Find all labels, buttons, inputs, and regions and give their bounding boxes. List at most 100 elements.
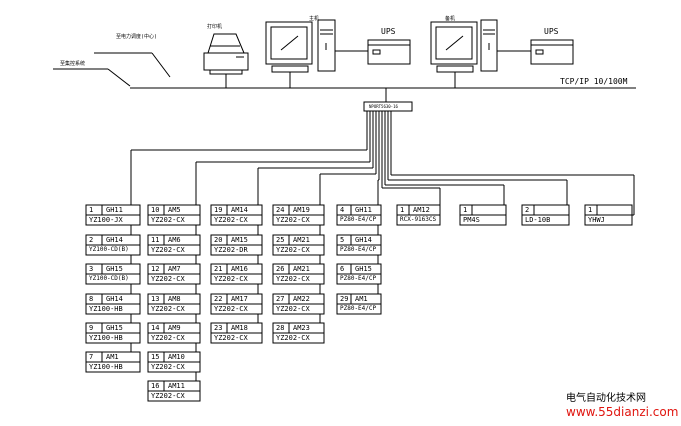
ups-icon-2 <box>497 39 574 65</box>
device-model: YZ202-CX <box>151 275 185 283</box>
device-number: 3 <box>89 265 94 273</box>
device-model: YZ202-CX <box>276 275 310 283</box>
device-box <box>147 322 201 344</box>
device-number: 7 <box>89 353 94 361</box>
device-number: 19 <box>214 206 223 214</box>
pc-main-label: 主机 <box>309 16 320 22</box>
device-number: 6 <box>340 265 345 273</box>
device-name: AM9 <box>168 324 181 332</box>
device-number: 14 <box>151 324 160 332</box>
device-model: YZ202-CX <box>151 246 185 254</box>
device-name: AM23 <box>293 324 310 332</box>
device-box <box>85 234 141 256</box>
device-name: AM14 <box>231 206 248 214</box>
device-number: 9 <box>89 324 94 332</box>
device-number: 28 <box>276 324 285 332</box>
device-name: GH14 <box>106 236 123 244</box>
pc-backup-label: 备机 <box>445 16 456 22</box>
device-box <box>147 293 201 315</box>
device-box <box>85 322 141 344</box>
switch-label: NPORT5630-16 <box>369 104 398 109</box>
device-box <box>210 234 263 256</box>
device-number: 5 <box>340 236 345 244</box>
device-name: GH15 <box>106 324 123 332</box>
device-box <box>210 263 263 285</box>
upper-link-label: 至电力调度(中心) <box>116 34 158 40</box>
device-number: 22 <box>214 295 223 303</box>
device-name: AM16 <box>231 265 248 273</box>
ups-label-2: UPS <box>544 27 559 36</box>
lower-link-label: 至集控系统 <box>60 61 86 67</box>
device-number: 25 <box>276 236 285 244</box>
bus-drops <box>225 72 456 88</box>
computer-icon-backup <box>430 19 498 73</box>
printer-icon <box>203 33 249 75</box>
device-name: AM17 <box>231 295 248 303</box>
device-name: AM1 <box>355 295 368 303</box>
device-box <box>210 322 263 344</box>
device-number: 16 <box>151 382 160 390</box>
device-box <box>459 204 507 226</box>
device-model: LD-10B <box>525 216 551 224</box>
device-number: 15 <box>151 353 160 361</box>
device-number: 21 <box>214 265 223 273</box>
device-number: 2 <box>89 236 94 244</box>
device-number: 1 <box>588 206 593 214</box>
device-name: AM19 <box>293 206 310 214</box>
device-box <box>336 234 382 256</box>
device-model: YZ202-CX <box>214 275 248 283</box>
device-model: YHWJ <box>588 216 605 224</box>
device-box <box>85 204 141 226</box>
device-number: 4 <box>340 206 345 214</box>
device-number: 23 <box>214 324 223 332</box>
device-number: 27 <box>276 295 285 303</box>
device-box <box>85 263 141 285</box>
device-name: AM6 <box>168 236 181 244</box>
device-number: 26 <box>276 265 285 273</box>
device-model: YZ202-DR <box>214 246 248 254</box>
ups-label-1: UPS <box>381 27 396 36</box>
network-label: TCP/IP 10/100M <box>560 77 628 86</box>
device-model: PZ80-E4/CP <box>340 216 377 223</box>
device-model: PM4S <box>463 216 480 224</box>
device-number: 2 <box>525 206 530 214</box>
device-name: GH15 <box>106 265 123 273</box>
device-name: GH15 <box>355 265 372 273</box>
device-box <box>272 293 325 315</box>
device-name: GH14 <box>355 236 372 244</box>
device-box <box>584 204 633 226</box>
device-box <box>336 263 382 285</box>
device-name: AM21 <box>293 236 310 244</box>
device-number: 1 <box>400 206 405 214</box>
device-number: 20 <box>214 236 223 244</box>
device-number: 13 <box>151 295 160 303</box>
device-model: PZ80-E4/CP <box>340 305 377 312</box>
device-model: YZ202-CX <box>151 305 185 313</box>
watermark-title: 电气自动化技术网 <box>566 393 646 404</box>
device-model: YZ202-CX <box>214 334 248 342</box>
device-model: YZ100-JX <box>89 216 123 224</box>
serial-switch <box>363 101 413 112</box>
device-box <box>147 263 201 285</box>
device-number: 29 <box>340 295 349 303</box>
device-number: 12 <box>151 265 160 273</box>
device-name: AM11 <box>168 382 185 390</box>
device-model: YZ202-CX <box>151 363 185 371</box>
device-name: AM1 <box>106 353 119 361</box>
device-box <box>272 322 325 344</box>
device-name: AM8 <box>168 295 181 303</box>
device-model: YZ202-CX <box>151 216 185 224</box>
computer-icon-main <box>265 19 336 73</box>
device-name: AM5 <box>168 206 181 214</box>
device-box <box>147 351 201 373</box>
device-model: YZ202-CX <box>276 246 310 254</box>
device-number: 10 <box>151 206 160 214</box>
device-model: YZ202-CX <box>276 334 310 342</box>
device-name: AM12 <box>413 206 430 214</box>
device-model: YZ100-HB <box>89 305 123 313</box>
device-model: YZ202-CX <box>214 305 248 313</box>
device-name: AM10 <box>168 353 185 361</box>
device-box <box>147 234 201 256</box>
device-model: RCX-9163CS <box>400 216 437 223</box>
